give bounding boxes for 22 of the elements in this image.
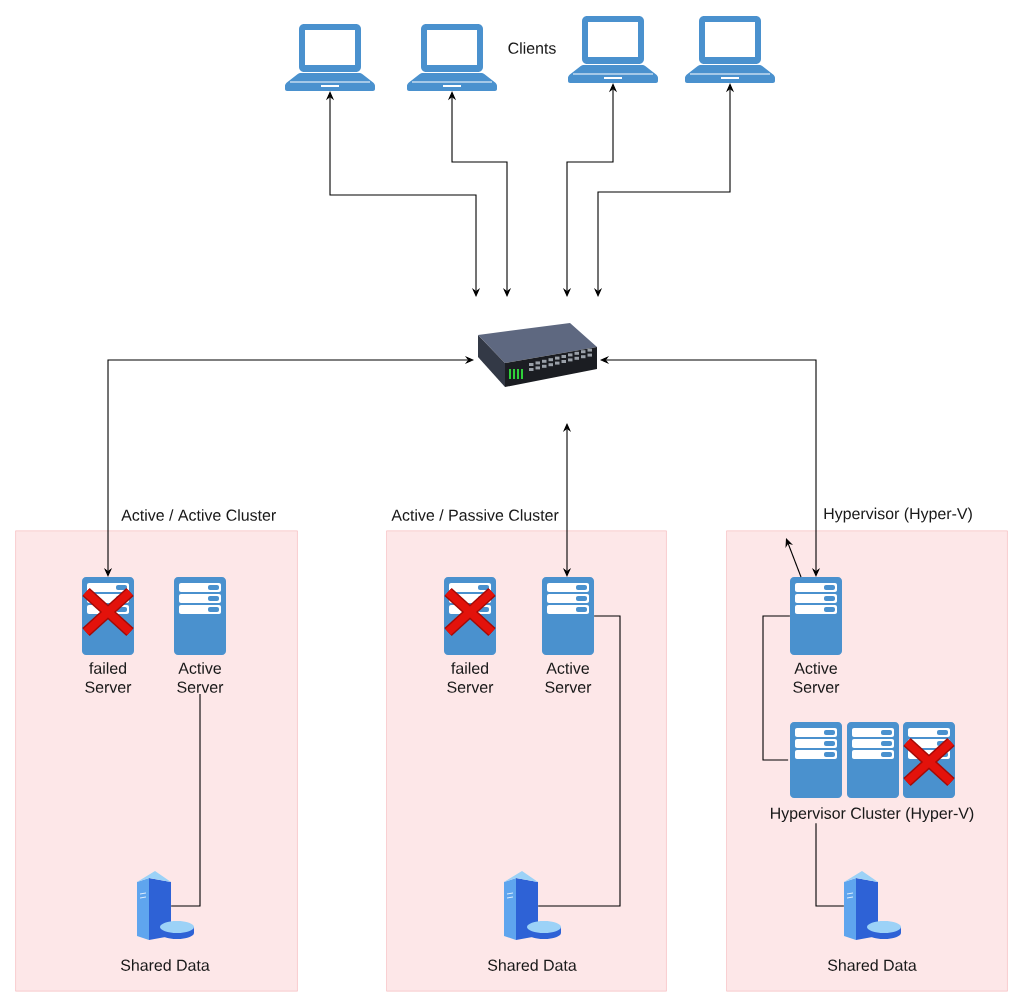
server-label: Active Server (177, 662, 224, 693)
server-label: failed Server (447, 662, 494, 693)
panel-heading: Active / Passive Cluster (391, 509, 559, 521)
connector-line (537, 615, 621, 907)
laptop-icon (285, 24, 375, 91)
storage-label: Shared Data (827, 959, 917, 971)
server-label: Active Server (793, 662, 840, 693)
network-switch-drawing (478, 323, 597, 387)
server-label: failed Server (85, 662, 132, 693)
laptop-icon (685, 16, 775, 83)
cluster-label: Hypervisor Cluster (Hyper-V) (771, 807, 974, 823)
panel-heading: Active / Active Cluster (121, 509, 276, 521)
panel-heading: Hypervisor (Hyper-V) (824, 507, 972, 523)
storage-label: Shared Data (487, 959, 577, 971)
connector-line (762, 615, 791, 761)
connector-line (170, 693, 201, 907)
group-label: Clients (508, 42, 556, 54)
server-label: Active Server (545, 662, 592, 693)
arrow (785, 538, 802, 578)
laptop-icon (568, 16, 658, 83)
laptop-icon (407, 24, 497, 91)
storage-label: Shared Data (120, 959, 210, 971)
